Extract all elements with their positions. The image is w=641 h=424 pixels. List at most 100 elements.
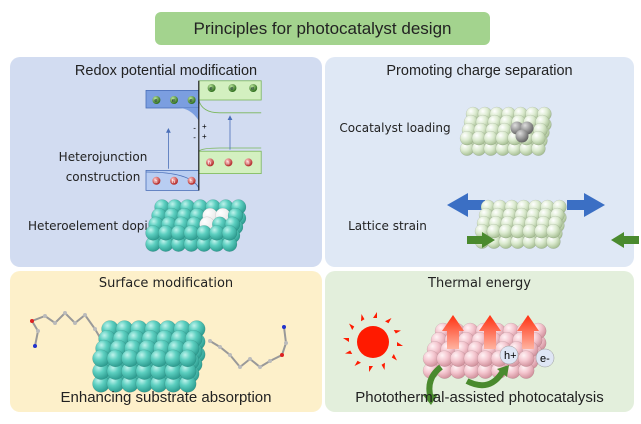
lattice-atom	[517, 350, 535, 367]
heat-arrow	[479, 315, 501, 349]
ligand-atom	[218, 345, 222, 349]
ligand-atom	[53, 321, 57, 325]
hole-label: h+	[504, 350, 517, 362]
arrow-head	[227, 115, 233, 120]
panel-heading: Surface modification	[98, 276, 234, 291]
hole-symbol: h	[172, 179, 175, 185]
electron-label: e-	[540, 353, 550, 365]
hole-particle	[224, 158, 233, 167]
hole-symbol: h	[190, 179, 193, 185]
cocatalyst-lattice	[459, 106, 552, 156]
band-bend	[145, 171, 200, 189]
electron-particle	[207, 84, 216, 92]
ligand-atom	[208, 339, 212, 343]
lattice-atom	[531, 130, 546, 146]
photothermal-illustration: h+ e-	[343, 312, 555, 405]
electron-badge: e-	[535, 348, 555, 368]
sun-icon	[343, 312, 403, 372]
ligand-atom	[63, 311, 67, 315]
minus-sign: -	[193, 133, 196, 142]
hole-particle	[244, 158, 253, 167]
label-line: Heterojunction	[58, 150, 148, 164]
ligand-atom	[268, 359, 272, 363]
ligand-atom	[43, 314, 47, 318]
panel-footer: Photothermal-assisted photocatalysis	[355, 389, 604, 406]
ligand-chain	[209, 326, 288, 369]
ligand-atom	[228, 353, 232, 357]
label-line: construction	[65, 170, 141, 184]
sun-ray	[391, 354, 397, 361]
sun-ray	[349, 323, 355, 330]
heat-arrow	[442, 315, 464, 349]
hole-symbol: h	[246, 160, 249, 166]
tensile-arrow-right	[567, 193, 605, 217]
sun-ray	[381, 362, 385, 370]
plus-sign: +	[202, 132, 207, 141]
ligand-atom	[258, 365, 262, 369]
ligand-atom	[248, 357, 252, 361]
tensile-arrow-left	[447, 193, 485, 217]
hole-symbol: h	[208, 160, 211, 166]
catalyst-slab	[92, 320, 206, 393]
band-bend	[198, 99, 262, 114]
lattice-strain-label: Lattice strain	[348, 219, 427, 233]
compressive-arrow-left	[467, 232, 495, 248]
cocatalyst-cluster	[510, 121, 534, 143]
lattice-atom	[178, 349, 197, 368]
ligand-atom	[73, 321, 77, 325]
minus-sign: -	[193, 123, 196, 132]
sun-ray	[393, 330, 401, 334]
ligand-atom	[284, 341, 288, 345]
electron-symbol: e	[210, 86, 213, 92]
electron-particle	[170, 96, 178, 104]
lattice-atom	[221, 225, 238, 241]
plus-sign: +	[202, 122, 207, 131]
doped-lattice	[145, 199, 247, 252]
panel-thermal-energy: Thermal energy h+ e- Photothermal-assist…	[325, 271, 634, 412]
hole-particle	[187, 176, 196, 185]
ligand-atom	[83, 313, 87, 317]
electron-symbol: e	[251, 86, 254, 92]
arrow-head	[497, 365, 509, 377]
band-bend	[198, 147, 262, 152]
hole-particle	[170, 176, 178, 185]
ligand-atom	[282, 325, 286, 329]
ligand-atom	[93, 327, 97, 331]
sun-ray	[369, 366, 373, 372]
ligand-atom	[33, 344, 37, 348]
ligand-chain	[30, 311, 106, 347]
ligand-atom	[30, 319, 34, 323]
arrow-head	[166, 128, 171, 133]
panel-heading: Redox potential modification	[74, 63, 258, 79]
panel-redox-potential: Redox potential modification Heterojunct…	[10, 57, 322, 267]
cocatalyst-label: Cocatalyst loading	[339, 121, 451, 135]
lattice-atom	[546, 223, 561, 239]
heat-arrow	[517, 315, 539, 349]
electron-particle	[249, 84, 258, 92]
electron-transfer-arrow	[465, 369, 506, 389]
sun-ray	[373, 312, 377, 318]
surface-modification-illustration	[30, 311, 288, 393]
hole-symbol: h	[154, 179, 157, 185]
sun-ray	[343, 338, 349, 342]
compressive-arrow-right	[611, 232, 639, 248]
panel-surface-modification: Surface modification Enhancing substrate…	[10, 271, 322, 412]
cocatalyst-particle	[515, 129, 529, 143]
heterojunction-label: Heterojunction construction	[38, 147, 168, 187]
charge-separation-illustration	[447, 106, 639, 249]
electron-particle	[228, 84, 237, 92]
electron-symbol: e	[154, 98, 157, 104]
sun-ray	[361, 314, 365, 322]
sun-ray	[385, 318, 392, 324]
ligand-atom	[280, 353, 284, 357]
hole-particle	[206, 158, 214, 167]
arrow-head	[423, 394, 438, 405]
electron-symbol: e	[172, 98, 175, 104]
panel-footer: Enhancing substrate absorption	[60, 389, 272, 406]
panel-charge-separation: Promoting charge separation Cocatalyst l…	[325, 57, 639, 267]
electron-particle	[152, 96, 161, 104]
ligand-atom	[238, 365, 242, 369]
